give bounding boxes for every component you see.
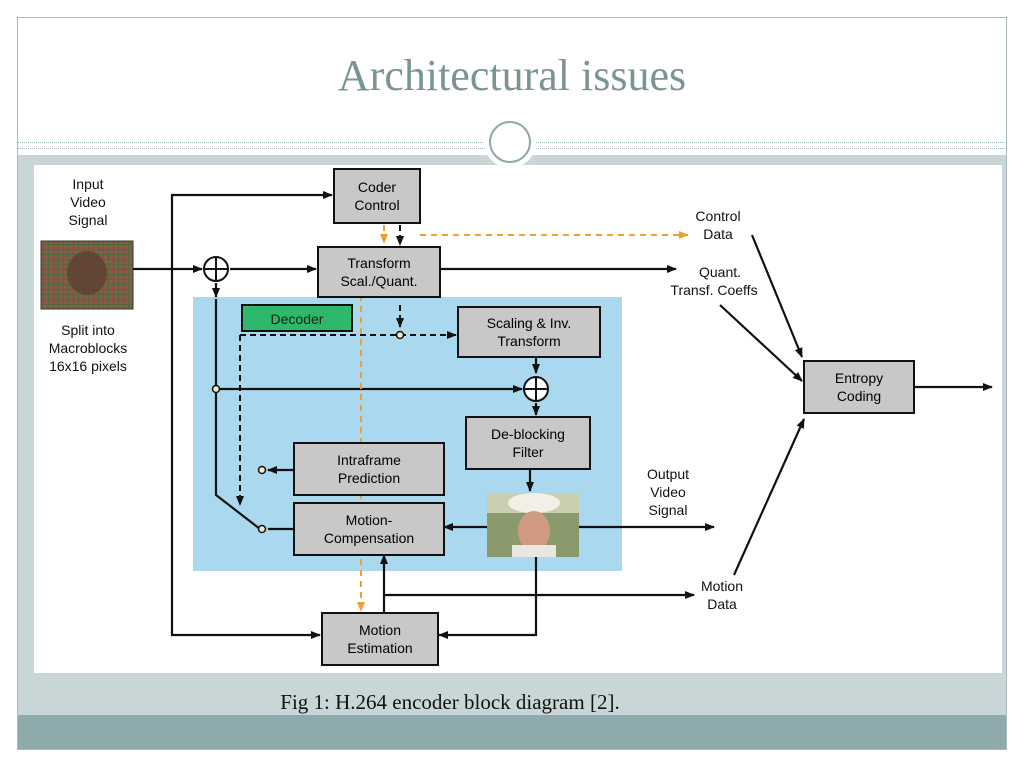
motion-est-line2: Estimation	[347, 640, 412, 656]
decoder-dashed-lines	[236, 225, 457, 506]
adder-nodes	[203, 256, 549, 402]
input-label-line1: Input	[72, 176, 103, 192]
output-video-line3: Signal	[649, 502, 688, 518]
deblocking-line1: De-blocking	[491, 426, 565, 442]
split-label-line2: Macroblocks	[49, 340, 128, 356]
coder-control-line1: Coder	[358, 179, 396, 195]
split-label-line1: Split into	[61, 322, 115, 338]
encoder-diagram-svg: Coder Control Transform Scal./Quant. Dec…	[40, 168, 993, 666]
transform-line2: Scal./Quant.	[340, 273, 417, 289]
signal-lines	[133, 191, 993, 639]
motion-data-line1: Motion	[701, 578, 743, 594]
diagram-labels: Input Video Signal Split into Macroblock…	[49, 176, 758, 612]
entropy-line2: Coding	[837, 388, 881, 404]
output-video-line2: Video	[650, 484, 686, 500]
footer-bar	[18, 715, 1006, 749]
split-label-line3: 16x16 pixels	[49, 358, 127, 374]
motion-est-line1: Motion	[359, 622, 401, 638]
entropy-line1: Entropy	[835, 370, 883, 386]
intraframe-line1: Intraframe	[337, 452, 401, 468]
output-video-thumbnail	[487, 493, 579, 557]
control-data-line1: Control	[695, 208, 740, 224]
quant-line2: Transf. Coeffs	[670, 282, 757, 298]
input-label-line2: Video	[70, 194, 106, 210]
transform-line1: Transform	[347, 255, 410, 271]
input-label-line3: Signal	[69, 212, 108, 228]
deblocking-line2: Filter	[512, 444, 543, 460]
coder-control-line2: Control	[354, 197, 399, 213]
block-motion-estimation: Motion Estimation	[321, 612, 439, 666]
encoder-diagram: Coder Control Transform Scal./Quant. Dec…	[34, 165, 1002, 673]
block-entropy-coding: Entropy Coding	[803, 360, 915, 414]
scaling-line2: Transform	[497, 333, 560, 349]
block-motion-compensation: Motion- Compensation	[293, 502, 445, 556]
block-decoder: Decoder	[241, 304, 353, 332]
block-intraframe: Intraframe Prediction	[293, 442, 445, 496]
motion-comp-line1: Motion-	[346, 512, 393, 528]
decoder-label: Decoder	[271, 311, 324, 327]
figure-caption: Fig 1: H.264 encoder block diagram [2].	[280, 690, 620, 714]
title-ring-icon	[489, 121, 531, 163]
control-data-line2: Data	[703, 226, 733, 242]
scaling-line1: Scaling & Inv.	[487, 315, 572, 331]
block-coder-control: Coder Control	[333, 168, 421, 224]
motion-data-line2: Data	[707, 596, 737, 612]
junction-dots	[211, 330, 405, 534]
block-deblocking: De-blocking Filter	[465, 416, 591, 470]
quant-line1: Quant.	[699, 264, 741, 280]
block-scaling-inverse: Scaling & Inv. Transform	[457, 306, 601, 358]
intraframe-line2: Prediction	[338, 470, 400, 486]
input-video-thumbnail	[40, 240, 134, 310]
slide-title: Architectural issues	[337, 51, 687, 100]
output-video-line1: Output	[647, 466, 689, 482]
block-transform: Transform Scal./Quant.	[317, 246, 441, 298]
motion-comp-line2: Compensation	[324, 530, 414, 546]
